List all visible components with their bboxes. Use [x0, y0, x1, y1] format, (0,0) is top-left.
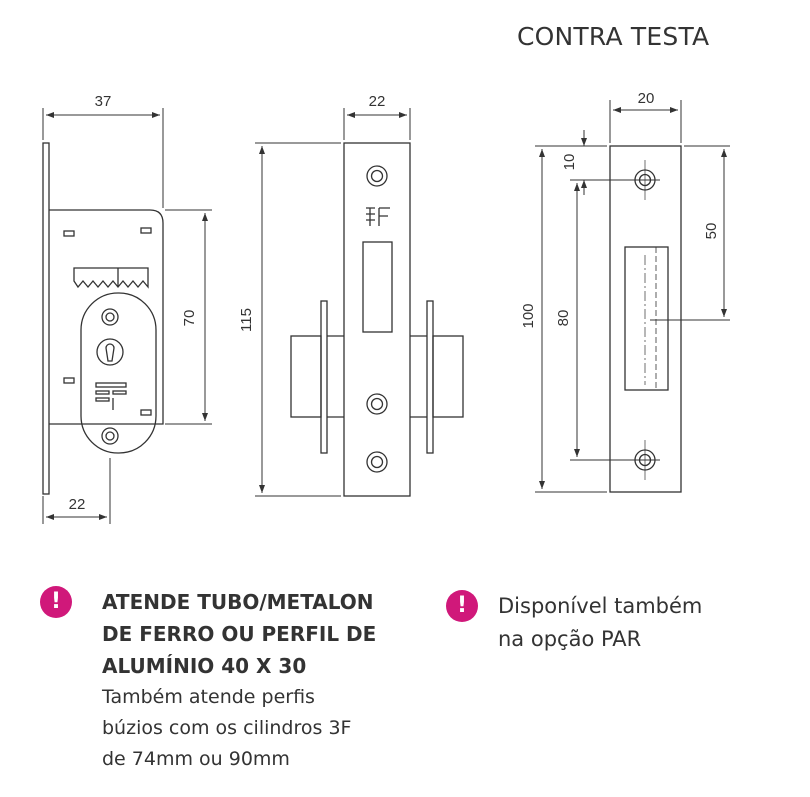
- alert-icon: !: [40, 586, 72, 618]
- dim-strike-height: 100: [520, 303, 537, 328]
- note-availability-body: Disponível também na opção PAR: [498, 594, 703, 651]
- dim-strike-width: 20: [638, 90, 655, 107]
- note-compatibility-text: ATENDE TUBO/METALON DE FERRO OU PERFIL D…: [102, 586, 422, 775]
- strike-plate-title: CONTRA TESTA: [517, 22, 710, 51]
- dim-side-height: 70: [181, 310, 198, 327]
- side-view: [42, 108, 212, 524]
- strike-plate-view: [535, 100, 730, 493]
- note-compatibility-heading: ATENDE TUBO/METALON DE FERRO OU PERFIL D…: [102, 590, 377, 678]
- front-view: [255, 108, 464, 497]
- dim-side-bottom: 22: [69, 496, 86, 513]
- dim-front-width: 22: [369, 93, 386, 110]
- dim-strike-span: 50: [703, 223, 720, 240]
- dim-side-width: 37: [95, 93, 112, 110]
- dimension-arrows: [46, 107, 727, 520]
- note-compatibility-body: Também atende perfis búzios com os cilin…: [102, 686, 352, 770]
- dim-strike-top: 10: [561, 154, 578, 171]
- alert-icon: !: [446, 590, 478, 622]
- technical-drawing: 37 70 22 22 115 20 10 50 80 100: [42, 90, 730, 524]
- dim-strike-holes: 80: [555, 310, 572, 327]
- note-availability-text: Disponível também na opção PAR: [498, 590, 788, 656]
- dim-front-height: 115: [238, 308, 255, 332]
